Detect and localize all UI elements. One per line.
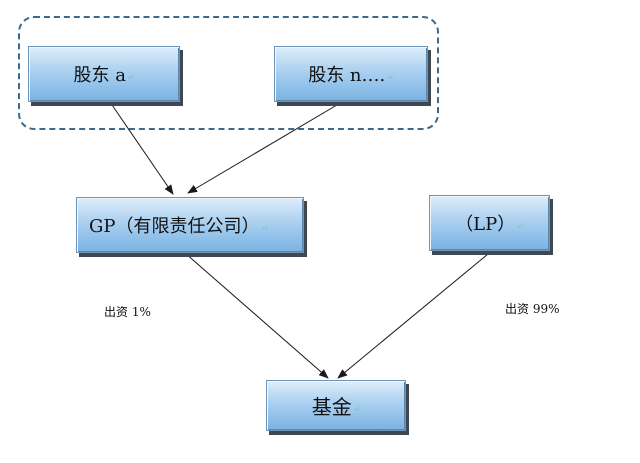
arrow-shareholder-n-to-gp (187, 101, 343, 194)
shareholder-group-border (18, 16, 439, 130)
gp-box: GP（有限责任公司）↵ (76, 197, 304, 253)
shareholder-a-label: 股东 a (73, 65, 126, 86)
lp-label: （LP） (455, 214, 516, 235)
cursor-mark-icon: ↵ (126, 73, 135, 83)
gp-contribution-label: 出资 1% (104, 305, 151, 319)
arrow-shareholder-a-to-gp (109, 101, 174, 195)
fund-box: 基金↵ (266, 380, 406, 431)
arrow-lp-to-fund (337, 253, 489, 379)
fund-label: 基金 (311, 395, 352, 419)
cursor-mark-icon: ↵ (386, 73, 394, 83)
arrow-gp-to-fund (184, 252, 329, 379)
cursor-mark-icon: ↵ (260, 224, 269, 234)
cursor-mark-icon: ↵ (352, 404, 361, 415)
lp-contribution-label: 出资 99% (505, 302, 560, 316)
shareholder-n-box: 股东 n….↵ (274, 46, 428, 102)
cursor-mark-icon: ↵ (516, 222, 524, 232)
shareholder-n-label: 股东 n…. (308, 65, 386, 86)
gp-label: GP（有限责任公司） (89, 216, 260, 237)
shareholder-a-box: 股东 a↵ (28, 46, 180, 102)
lp-box: （LP）↵ (429, 195, 550, 251)
